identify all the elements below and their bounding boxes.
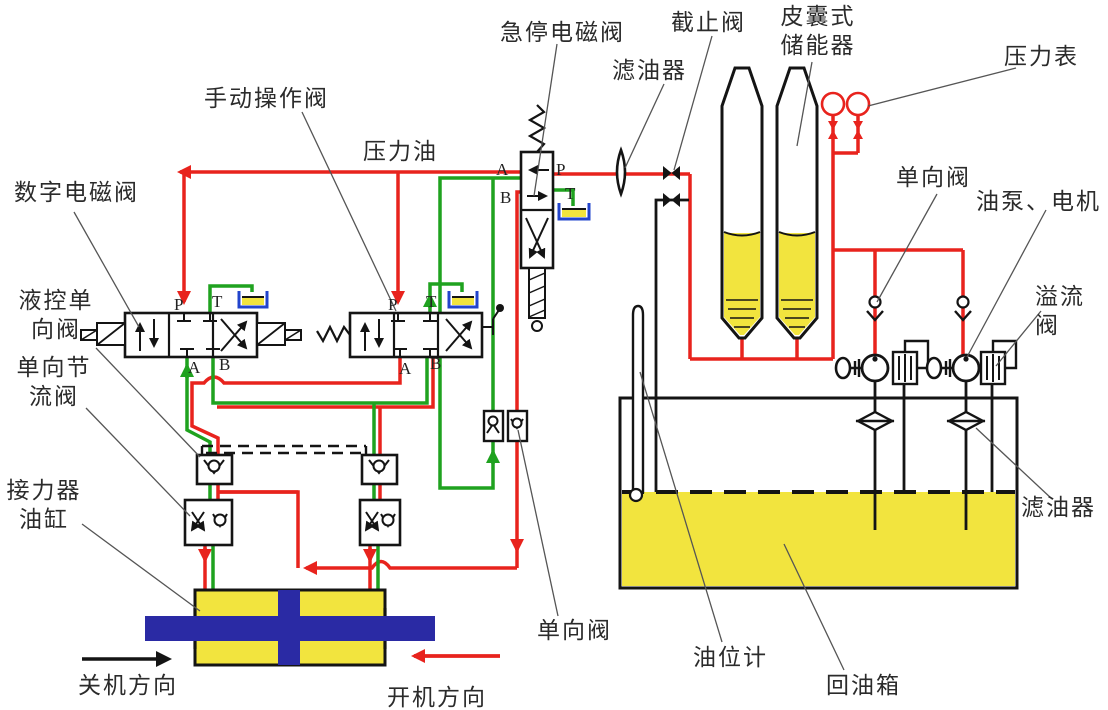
emergency-valve-symbol [519, 104, 555, 332]
label-relief-valve: 溢流阀 [1035, 283, 1085, 338]
pump-motor-right [925, 353, 981, 383]
label-pressure-gauge: 压力表 [1004, 43, 1079, 69]
label-oil-pump-motor: 油泵、电机 [976, 188, 1101, 214]
oil-filter-top-symbol [615, 146, 627, 198]
oil-filter-tank-right [946, 410, 986, 432]
relief-valve-left [891, 339, 930, 386]
label-shutdown-direction: 关机方向 [78, 672, 178, 698]
return-tank [618, 396, 1019, 590]
port-label-a: A [496, 160, 509, 179]
port-label-a: A [399, 359, 412, 378]
port-label-b: B [500, 188, 512, 207]
leader-lines [73, 35, 1053, 671]
label-check-valve-right: 单向阀 [896, 164, 971, 190]
label-servomotor-cylinder: 接力器 油缸 [6, 477, 82, 532]
check-valve-middle-left [482, 409, 505, 443]
label-oil-filter-top: 滤油器 [612, 57, 687, 83]
port-label-t: T [212, 292, 223, 311]
servo-cylinder [145, 588, 435, 667]
pressure-piping [177, 115, 965, 590]
label-digital-solenoid-valve: 数字电磁阀 [14, 179, 139, 205]
pilot-check-valve-right [360, 453, 399, 486]
label-return-oil-tank: 回油箱 [826, 672, 901, 698]
check-valve-pump-right [954, 295, 972, 322]
direction-arrows [82, 649, 500, 667]
stop-valve-symbols [663, 166, 680, 207]
pilot-dashed-lines [200, 444, 368, 455]
valve1-tank-symbol [237, 291, 269, 309]
label-bladder-accumulator: 皮囊式 储能器 [780, 3, 856, 58]
label-pressure-oil: 压力油 [363, 138, 438, 164]
label-oil-level-gauge: 油位计 [693, 644, 768, 670]
port-label-t: T [565, 184, 576, 203]
port-label-p: P [388, 295, 398, 314]
label-check-valve-bottom: 单向阀 [537, 617, 612, 643]
port-label-a: A [188, 358, 201, 377]
port-label-p: P [174, 295, 184, 314]
valve2-tank-symbol [447, 291, 479, 309]
emergency-valve-tank-symbol [557, 203, 591, 221]
label-stop-valve: 截止阀 [671, 9, 746, 35]
pump-motor-left [834, 353, 890, 383]
label-emergency-solenoid-valve: 急停电磁阀 [500, 19, 625, 45]
accumulator-left [720, 66, 764, 340]
label-manual-operated-valve: 手动操作阀 [204, 85, 329, 111]
label-pilot-check-valve: 液控单 向阀 [18, 287, 94, 342]
throttle-valve-left [183, 498, 234, 547]
pilot-check-valve-left [195, 453, 234, 486]
manual-valve-symbol [316, 304, 504, 359]
accumulator-right [775, 66, 819, 340]
check-valve-middle-right [506, 409, 529, 443]
port-label-b: B [219, 355, 231, 374]
pressure-gauges [820, 91, 871, 139]
port-label-t: T [426, 292, 437, 311]
throttle-valve-right [358, 498, 402, 547]
oil-level-gauge-symbol [628, 304, 645, 503]
check-valve-pump-left [866, 295, 884, 322]
label-one-way-throttle-valve: 单向节 流阀 [16, 354, 92, 409]
digital-solenoid-valve-symbol [80, 311, 302, 359]
port-label-b: B [430, 354, 442, 373]
oil-filter-tank-left [855, 410, 895, 432]
port-label-p: P [556, 160, 566, 179]
label-oil-filter-right: 滤油器 [1021, 494, 1096, 520]
label-startup-direction: 开机方向 [387, 684, 487, 710]
